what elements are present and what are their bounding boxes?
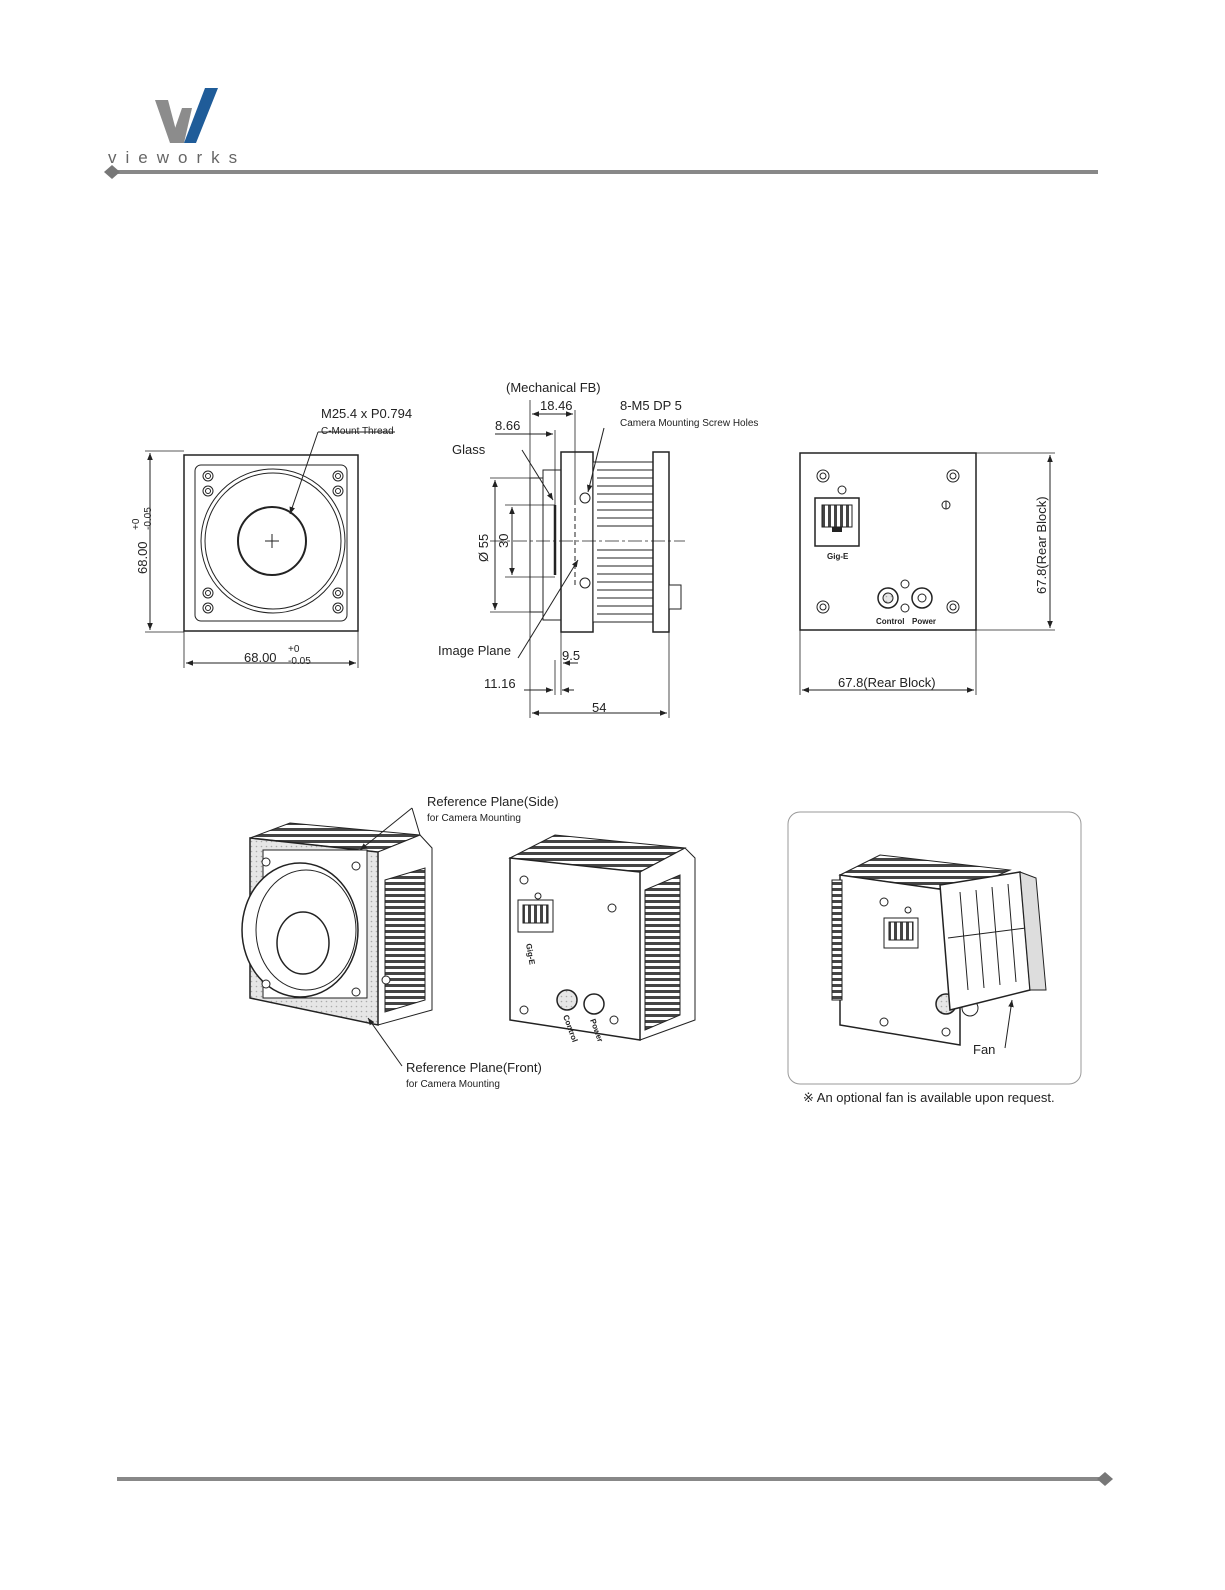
mechanical-fb-label: (Mechanical FB) [506,380,601,395]
dim-18-46: 18.46 [540,398,573,413]
ref-side-label: Reference Plane(Side) [427,794,559,809]
front-height-dim: 68.00 +0 -0.05 [131,507,154,574]
thread-sublabel: C-Mount Thread [321,426,394,437]
ref-side-sublabel: for Camera Mounting [427,813,521,824]
header-rule [104,165,1098,179]
front-height-tol-lower: -0.05 [143,507,154,530]
front-width-tol-lower: -0.05 [288,656,311,667]
rear-power-label: Power [912,617,936,626]
control-connector [877,587,899,609]
fan-label: Fan [973,1042,995,1057]
vieworks-logo: vieworks [108,88,246,167]
rear-control-label: Control [876,617,904,626]
ref-front-label: Reference Plane(Front) [406,1060,542,1075]
ref-front-sublabel: for Camera Mounting [406,1079,500,1090]
screw-sublabel: Camera Mounting Screw Holes [620,418,758,429]
fan-note: ※ An optional fan is available upon requ… [803,1090,1055,1105]
dim-11-16: 11.16 [484,676,516,691]
iso-gige-label: Gig-E [524,943,537,966]
dim-30-label: 30 [496,534,511,548]
front-view-drawing: M25.4 x P0.794 C-Mount Thread [145,406,412,668]
side-view-drawing [490,400,685,718]
rear-width-dim: 67.8(Rear Block) [838,675,936,690]
dim-9-5: 9.5 [562,648,580,663]
footer-rule [117,1472,1113,1486]
dim-8-66: 8.66 [495,418,520,433]
rear-gige-label: Gig-E [827,552,849,561]
iso-front-drawing [241,807,433,1067]
front-height-tol-upper: +0 [131,518,142,530]
front-width-value: 68.00 [244,650,277,665]
fan-housing [939,871,1031,1011]
dia-55-label: Ø 55 [476,534,491,562]
image-plane-label: Image Plane [438,643,511,658]
front-width-tol-upper: +0 [288,644,300,655]
front-height-value: 68.00 [135,541,150,574]
glass-label: Glass [452,442,486,457]
power-connector [911,587,933,609]
thread-label: M25.4 x P0.794 [321,406,412,421]
rear-view-drawing [799,452,1055,695]
dim-54: 54 [592,700,606,715]
iso-rear-drawing [508,834,696,1041]
fan-view-panel [787,811,1082,1085]
brand-name: vieworks [108,148,246,167]
rear-height-dim: 67.8(Rear Block) [1034,496,1049,594]
screw-label: 8-M5 DP 5 [620,398,682,413]
